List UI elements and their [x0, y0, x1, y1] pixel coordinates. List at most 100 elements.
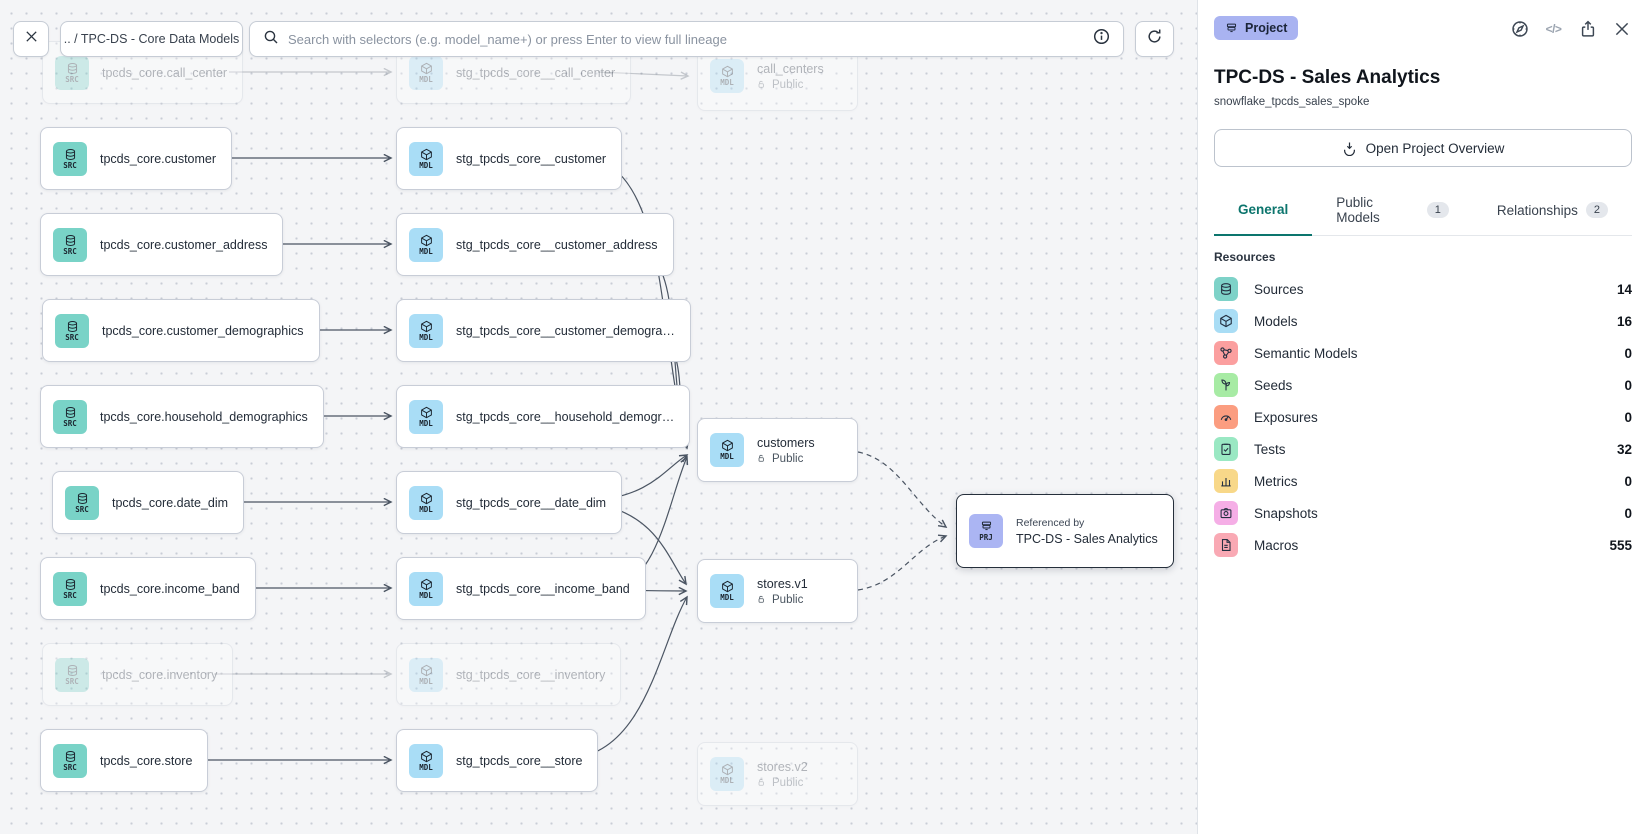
lock-open-icon [758, 454, 764, 462]
node-text: tpcds_core.call_center [102, 66, 227, 80]
cube-icon: MDL [710, 574, 744, 608]
cube-icon: MDL [409, 743, 443, 778]
tab-public-models[interactable]: Public Models 1 [1312, 188, 1473, 235]
resource-count: 0 [1624, 409, 1632, 425]
node-text: stg_tpcds_core__customer_address [456, 238, 658, 252]
cube-icon [420, 320, 432, 333]
refresh-lineage-button[interactable] [1135, 21, 1174, 57]
node-text: tpcds_core.inventory [102, 668, 217, 682]
semantic-graph-icon [1214, 341, 1238, 365]
node-label: stores.v2 [757, 759, 808, 774]
cube-icon [420, 492, 432, 505]
database-icon [65, 234, 75, 246]
document-icon [1221, 539, 1231, 551]
resource-name: Metrics [1254, 473, 1298, 489]
open-project-overview-button[interactable]: Open Project Overview [1214, 129, 1632, 167]
database-icon [67, 62, 77, 74]
lock-open-icon [758, 80, 764, 88]
cube-icon: MDL [409, 657, 443, 692]
node-label: tpcds_core.customer_demographics [102, 323, 304, 338]
node-text: tpcds_core.date_dim [112, 496, 228, 510]
cube-icon [1214, 309, 1238, 333]
close-lineage-button[interactable] [13, 21, 49, 57]
resource-count: 32 [1616, 441, 1632, 457]
node-label: stg_tpcds_core__call_center [456, 65, 616, 80]
lineage-search[interactable] [249, 21, 1124, 57]
cube-icon: MDL [409, 313, 443, 348]
database-icon [1221, 283, 1231, 295]
database-icon: SRC [65, 485, 99, 520]
cube-icon [721, 763, 733, 776]
lock-open-icon [758, 778, 764, 786]
node-text: stg_tpcds_core__call_center [456, 66, 615, 80]
cube-icon [420, 664, 432, 677]
graph-node-mdl_inventory[interactable]: MDL stg_tpcds_core__inventory [396, 643, 622, 706]
breadcrumb-label: .. / TPC-DS - Core Data Models [63, 32, 240, 46]
project-schema-subtitle: snowflake_tpcds_sales_spoke [1214, 96, 1370, 108]
database-icon [65, 148, 75, 160]
breadcrumb[interactable]: .. / TPC-DS - Core Data Models [60, 21, 243, 57]
graph-node-mdl_store[interactable]: MDL stg_tpcds_core__store [396, 729, 599, 792]
public-models-count-badge: 1 [1426, 202, 1449, 218]
database-icon [77, 492, 87, 504]
node-label: customers [757, 435, 815, 450]
node-label: stg_tpcds_core__customer_demogra… [456, 323, 675, 338]
code-icon[interactable]: </> [1545, 21, 1562, 36]
cube-icon: MDL [409, 55, 443, 90]
graph-node-src_date_dim[interactable]: SRC tpcds_core.date_dim [52, 471, 245, 534]
tab-general[interactable]: General [1214, 188, 1313, 236]
node-text: tpcds_core.income_band [100, 582, 240, 596]
project-type-badge-label: Project [1245, 21, 1288, 35]
tab-relationships[interactable]: Relationships 2 [1473, 188, 1632, 235]
resource-count: 0 [1624, 473, 1632, 489]
graph-node-mdl_customer_demographics[interactable]: MDL stg_tpcds_core__customer_demogra… [396, 299, 691, 362]
node-text: tpcds_core.customer_address [100, 238, 267, 252]
edge-mdl_store-to-pub_stores_v1 [573, 597, 687, 759]
search-input[interactable] [288, 31, 1084, 47]
edge-pub_customers-to-prj_sales_analytics [857, 451, 946, 527]
node-label: tpcds_core.income_band [100, 581, 240, 596]
cube-icon [721, 65, 733, 78]
node-label: stg_tpcds_core__store [456, 753, 583, 768]
share-icon[interactable] [1577, 18, 1598, 39]
explore-compass-icon[interactable] [1509, 18, 1530, 39]
close-panel-icon[interactable] [1611, 18, 1632, 39]
node-text: stg_tpcds_core__customer_demogra… [456, 324, 675, 338]
node-label: TPC-DS - Sales Analytics [1016, 531, 1158, 546]
node-label: stg_tpcds_core__inventory [456, 667, 606, 682]
camera-icon [1220, 508, 1232, 519]
cube-icon: MDL [710, 59, 744, 93]
edge-mdl_call_center-to-pub_call_centers [597, 71, 688, 76]
bar-chart-icon [1221, 478, 1231, 487]
cube-icon: MDL [409, 141, 443, 176]
resource-count: 555 [1609, 537, 1632, 553]
info-icon[interactable] [1093, 28, 1110, 50]
node-access-label: Public [757, 777, 808, 789]
cube-icon: MDL [710, 433, 744, 467]
database-icon [67, 664, 77, 676]
